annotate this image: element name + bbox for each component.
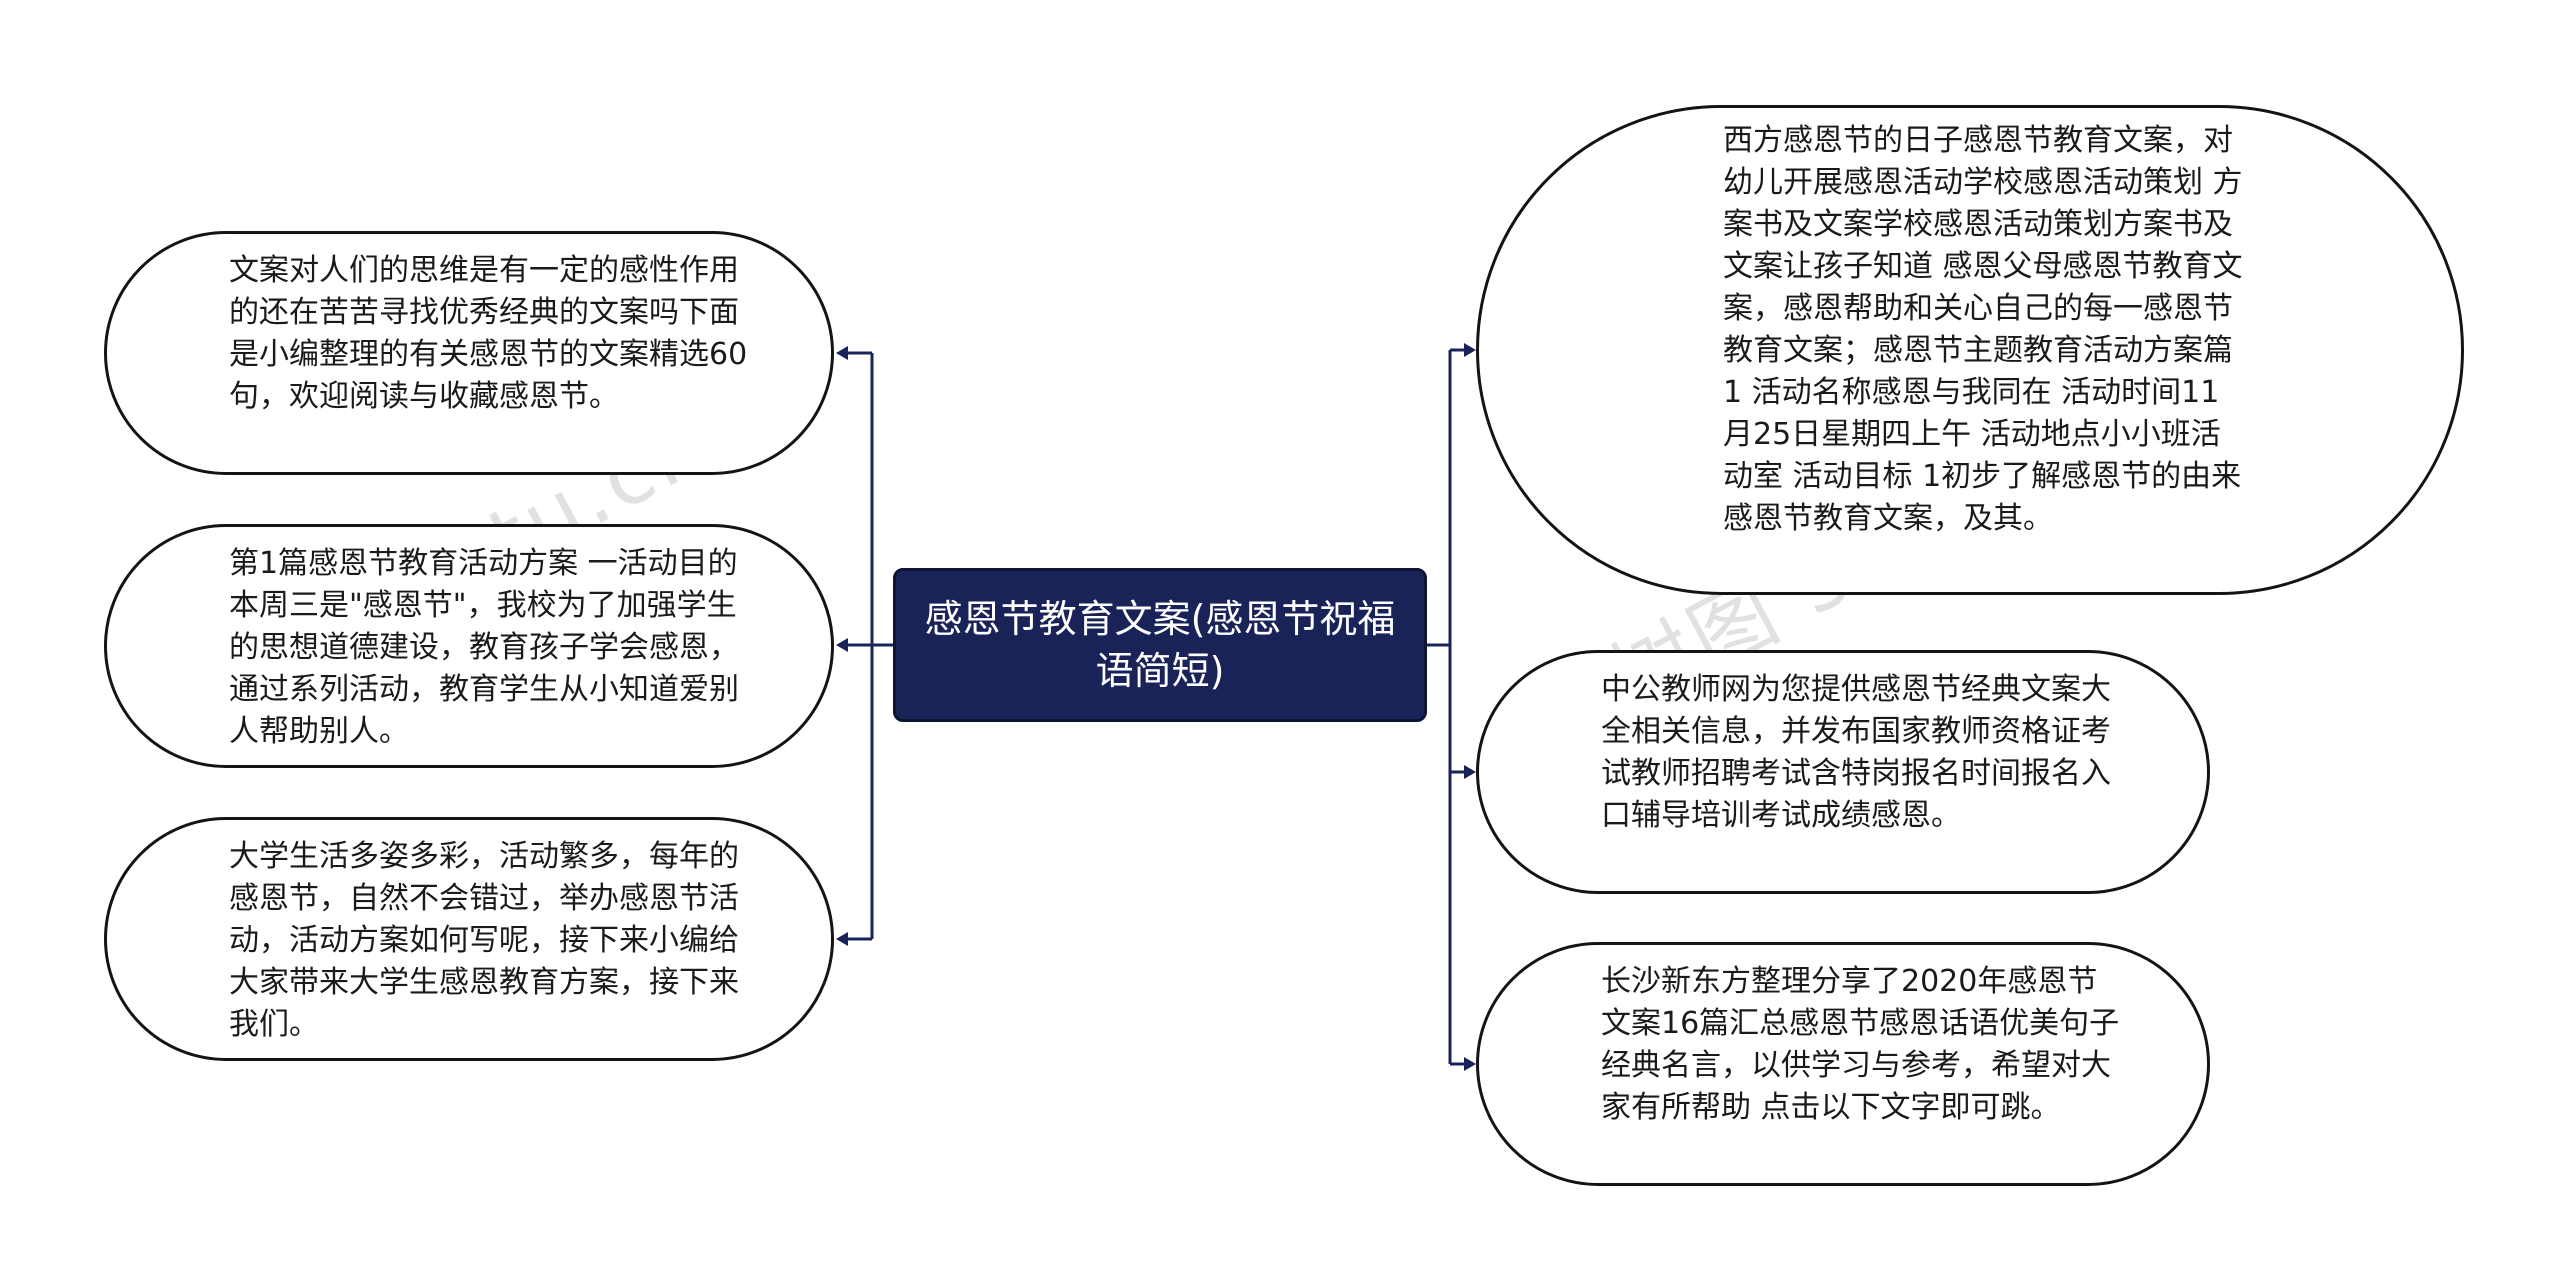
arrowhead-left-2 (836, 638, 848, 652)
topic-text: 西方感恩节的日子感恩节教育文案，对幼儿开展感恩活动学校感恩活动策划 方案书及文案… (1723, 123, 2243, 536)
topic-node-right-2[interactable]: 中公教师网为您提供感恩节经典文案大全相关信息，并发布国家教师资格证考试教师招聘考… (1476, 650, 2210, 894)
topic-node-right-1[interactable]: 西方感恩节的日子感恩节教育文案，对幼儿开展感恩活动学校感恩活动策划 方案书及文案… (1476, 105, 2464, 595)
topic-text: 中公教师网为您提供感恩节经典文案大全相关信息，并发布国家教师资格证考试教师招聘考… (1601, 672, 2111, 833)
topic-node-left-1[interactable]: 文案对人们的思维是有一定的感性作用的还在苦苦寻找优秀经典的文案吗下面是小编整理的… (104, 231, 834, 475)
topic-node-left-3[interactable]: 大学生活多姿多彩，活动繁多，每年的感恩节，自然不会错过，举办感恩节活动，活动方案… (104, 817, 834, 1061)
arrowhead-left-3 (836, 932, 848, 946)
arrowhead-right-2 (1464, 765, 1476, 779)
topic-node-right-3[interactable]: 长沙新东方整理分享了2020年感恩节文案16篇汇总感恩节感恩话语优美句子经典名言… (1476, 942, 2210, 1186)
topic-node-left-2[interactable]: 第1篇感恩节教育活动方案 一活动目的 本周三是"感恩节"，我校为了加强学生的思想… (104, 524, 834, 768)
connector-root-right (1427, 350, 1452, 1064)
connector-root-left (870, 353, 893, 939)
topic-text: 大学生活多姿多彩，活动繁多，每年的感恩节，自然不会错过，举办感恩节活动，活动方案… (229, 839, 739, 1042)
topic-text: 文案对人们的思维是有一定的感性作用的还在苦苦寻找优秀经典的文案吗下面是小编整理的… (229, 253, 748, 414)
topic-text: 长沙新东方整理分享了2020年感恩节文案16篇汇总感恩节感恩话语优美句子经典名言… (1601, 964, 2120, 1125)
topic-text: 第1篇感恩节教育活动方案 一活动目的 本周三是"感恩节"，我校为了加强学生的思想… (229, 546, 739, 749)
root-topic-node[interactable]: 感恩节教育文案(感恩节祝福语简短) (893, 568, 1427, 722)
arrowhead-left-1 (836, 346, 848, 360)
arrowhead-right-3 (1464, 1057, 1476, 1071)
arrowhead-right-1 (1464, 343, 1476, 357)
root-topic-label: 感恩节教育文案(感恩节祝福语简短) (924, 597, 1396, 693)
